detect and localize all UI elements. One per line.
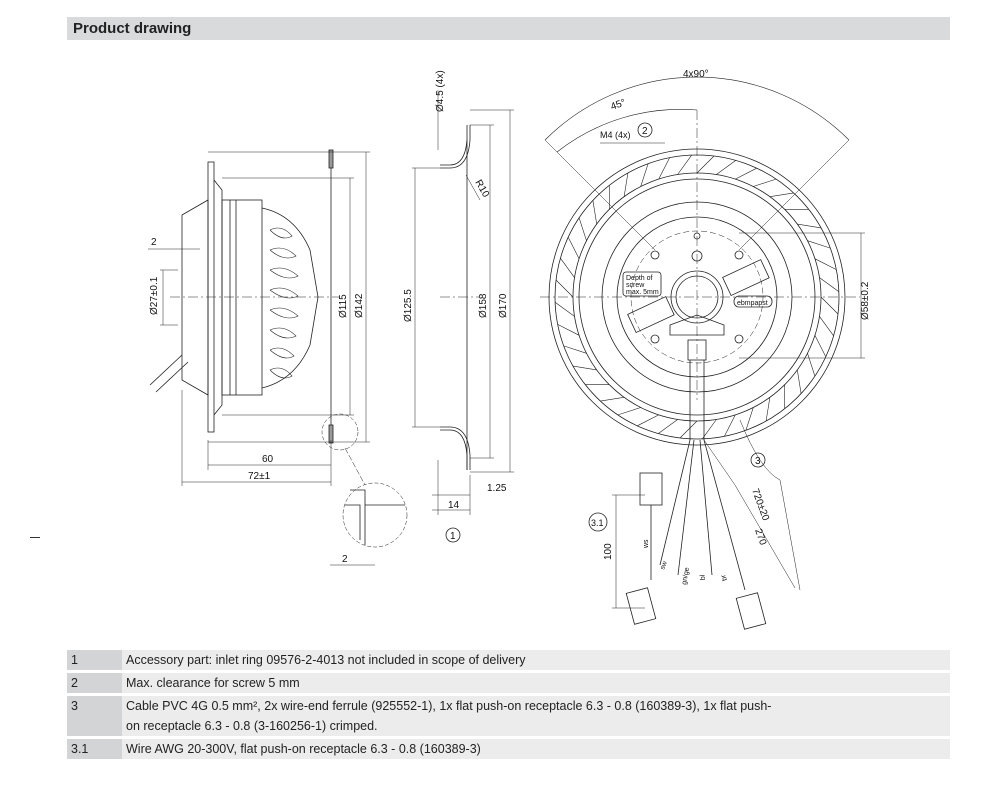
impeller-vane: [623, 172, 629, 197]
impeller-vane: [807, 240, 831, 249]
impeller-vane: [554, 302, 575, 317]
impeller-vane: [658, 419, 678, 434]
impeller-vane: [617, 407, 641, 416]
impeller-vane: [814, 258, 837, 270]
dim-72: 72±1: [248, 471, 271, 482]
impeller-vane: [555, 279, 574, 298]
impeller-vane: [819, 316, 834, 336]
dim-100: 100: [603, 543, 614, 560]
note-id: 1: [67, 650, 122, 670]
impeller-vane: [640, 163, 649, 187]
note-text: Wire AWG 20-300V, flat push-on receptacl…: [122, 739, 950, 759]
impeller-vane: [814, 335, 827, 357]
wire-bl: bl: [700, 574, 707, 580]
impeller-vane: [637, 414, 659, 427]
impeller-vane: [819, 277, 840, 292]
impeller-vane: [563, 345, 587, 354]
dim-d27: Ø27±0.1: [149, 276, 160, 315]
impeller-vane: [567, 237, 580, 259]
note-id: 2: [67, 673, 122, 693]
impeller-vane: [797, 369, 802, 394]
impeller-vane: [578, 217, 587, 241]
dim-2-detail: 2: [342, 554, 348, 565]
dim-hole: Ø4.5 (4x): [435, 70, 446, 112]
impeller-vane: [797, 223, 822, 229]
impeller-vane: [753, 178, 777, 187]
section-header: Product drawing: [67, 17, 950, 40]
screw-label: M4 (4x): [600, 130, 631, 140]
dim-2-top: 2: [151, 237, 157, 248]
front-view: 4x90° 45° M4 (4x) 2 Depth of screw max. …: [540, 69, 871, 446]
callout-3: 3: [755, 456, 761, 467]
wire-sw: sw: [659, 559, 669, 570]
wire-ws: ws: [643, 539, 650, 549]
impeller-vane: [807, 353, 816, 377]
impeller-vane: [735, 167, 757, 180]
impeller-vane: [679, 420, 698, 439]
impeller-vane: [560, 258, 575, 278]
dim-r10: R10: [472, 178, 491, 200]
impeller-vane: [600, 397, 625, 402]
callout-2: 2: [642, 126, 648, 137]
depth-note-3: max. 5mm: [626, 289, 659, 296]
impeller-vane: [820, 296, 839, 315]
note-id: 3.1: [67, 739, 122, 759]
angle-4x90: 4x90°: [683, 69, 709, 80]
dim-720: 720±20: [749, 487, 771, 522]
impeller-vane: [702, 419, 717, 440]
depth-note-2: screw: [626, 282, 645, 289]
impeller-vane: [677, 154, 692, 175]
dim-d158: Ø158: [478, 293, 489, 318]
inlet-ring-view: Ø4.5 (4x) R10 Ø125.5 Ø158 Ø170 14 1.25 1: [403, 70, 514, 543]
dim-14: 14: [448, 500, 460, 511]
note-text: Max. clearance for screw 5 mm: [122, 673, 950, 693]
callout-1: 1: [450, 531, 456, 542]
margin-mark: [30, 537, 40, 538]
impeller-vane: [658, 157, 670, 180]
dim-d115: Ø115: [338, 294, 349, 318]
impeller-vane: [696, 155, 715, 174]
side-view: 2 Ø27±0.1 Ø115 Ø142 60 72±1 2: [148, 149, 408, 566]
cable-view: 3 3.1 100 720±20 270 ws sw gn/ge bl br: [588, 419, 801, 630]
wire-gnge: gn/ge: [681, 567, 691, 586]
note-id: 3: [67, 696, 122, 736]
impeller-vane: [557, 324, 580, 336]
dim-125: 1.25: [487, 483, 507, 494]
impeller-vane: [716, 160, 736, 175]
impeller-vane: [592, 200, 597, 225]
dim-60: 60: [262, 454, 274, 465]
section-title: Product drawing: [73, 20, 192, 37]
dim-d125: Ø125.5: [403, 289, 414, 322]
impeller-vane: [765, 397, 771, 422]
callout-3-1: 3.1: [591, 518, 604, 528]
depth-note-1: Depth of: [626, 275, 653, 282]
note-text: Accessory part: inlet ring 09576-2-4013 …: [122, 650, 950, 670]
dim-d142: Ø142: [354, 293, 365, 318]
dim-d170: Ø170: [498, 293, 509, 318]
dim-270: 270: [752, 527, 768, 547]
impeller-vane: [769, 192, 794, 197]
wire-br: br: [720, 573, 729, 582]
dim-d58: Ø58±0.2: [860, 281, 871, 320]
note-text: Cable PVC 4G 0.5 mm², 2x wire-end ferrul…: [122, 696, 950, 736]
angle-45: 45°: [609, 97, 627, 113]
impeller-vane: [745, 407, 754, 431]
logo: ebmpapst: [737, 300, 768, 307]
impeller-vane: [572, 365, 597, 371]
impeller-vane: [724, 414, 736, 437]
